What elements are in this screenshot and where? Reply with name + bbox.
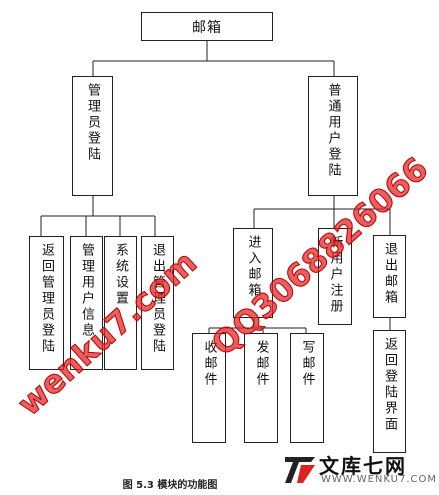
root-node-label: 邮箱 [192,19,222,36]
node-admin-login: 管理员登陆 [72,76,113,196]
node-new-user-register: 新用户注册 [318,228,352,325]
node-user-login: 普通用户登陆 [308,76,358,196]
node-write-mail-label: 写邮件 [299,340,315,388]
node-user-login-label: 普通用户登陆 [325,83,341,179]
node-exit-mailbox: 退出邮箱 [373,235,406,318]
node-send-mail: 发邮件 [244,333,278,443]
node-admin-return-label: 返回管理员登陆 [39,243,54,355]
node-exit-mailbox-label: 退出邮箱 [382,242,397,306]
brand-url: WWW.WENKU7.COM [321,474,438,485]
node-enter-mailbox-label: 进入邮箱 [245,235,261,299]
node-enter-mailbox: 进入邮箱 [233,228,273,318]
brand-logo-icon [285,457,315,483]
node-admin-logout: 退出管理员登陆 [141,236,174,370]
node-admin-user-info-label: 管理用户信息 [79,243,94,339]
node-return-login-page-label: 返回登陆界面 [382,337,397,433]
node-admin-logout-label: 退出管理员登陆 [150,243,165,355]
brand-logo-block: 文库七网 WWW.WENKU7.COM [281,451,436,489]
node-write-mail: 写邮件 [290,333,324,443]
brand-name: 文库七网 [319,454,407,478]
node-admin-return: 返回管理员登陆 [29,236,64,370]
node-receive-mail: 收邮件 [192,333,226,443]
node-admin-settings: 系统设置 [104,236,137,370]
node-send-mail-label: 发邮件 [253,340,269,388]
root-node-mailbox: 邮箱 [141,12,273,41]
node-admin-user-info: 管理用户信息 [70,236,103,370]
node-new-user-register-label: 新用户注册 [327,235,343,315]
node-receive-mail-label: 收邮件 [201,340,217,388]
node-return-login-page: 返回登陆界面 [373,330,406,453]
figure-caption: 图 5.3 模块的功能图 [122,480,218,491]
node-admin-login-label: 管理员登陆 [85,83,100,163]
node-admin-settings-label: 系统设置 [113,243,128,307]
